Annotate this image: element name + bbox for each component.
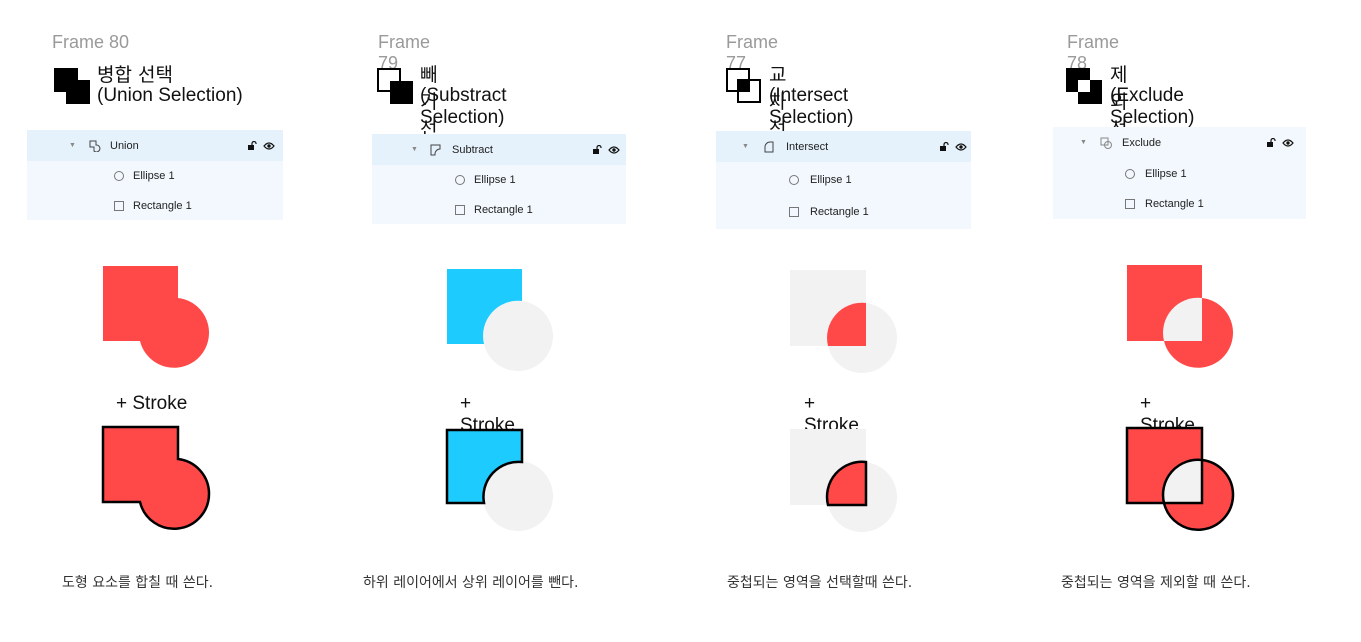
description: 도형 요소를 합칠 때 쓴다. bbox=[62, 575, 214, 591]
layer-name: Rectangle 1 bbox=[810, 205, 869, 218]
layer-name: Ellipse 1 bbox=[810, 173, 852, 186]
layer-name: Intersect bbox=[786, 140, 829, 153]
exclude-shape-stroked bbox=[1125, 426, 1235, 531]
layer-name: Rectangle 1 bbox=[1145, 197, 1204, 210]
layer-name: Ellipse 1 bbox=[1145, 167, 1187, 180]
layer-row-subtract[interactable]: ▼ Subtract bbox=[372, 134, 626, 165]
layer-name: Rectangle 1 bbox=[474, 203, 533, 216]
subtract-shape-stroked bbox=[445, 428, 553, 531]
layer-actions bbox=[247, 140, 275, 151]
union-title-icon bbox=[54, 68, 90, 104]
ellipse-icon bbox=[114, 170, 124, 181]
subtract-title-icon bbox=[377, 68, 413, 104]
description: 중첩되는 영역을 제외할 때 쓴다. bbox=[1061, 575, 1251, 591]
intersect-shape-stroked bbox=[790, 429, 897, 532]
layer-actions bbox=[939, 141, 967, 152]
layer-row-intersect[interactable]: ▼ Intersect bbox=[716, 131, 971, 162]
ellipse-icon bbox=[455, 174, 465, 185]
title-en: (Intersect Selection) bbox=[769, 85, 854, 128]
subtract-icon bbox=[430, 144, 441, 155]
frame-intersect: Frame 77 교차 선택 (Intersect Selection) ▼ I… bbox=[0, 0, 971, 642]
intersect-icon bbox=[764, 141, 774, 152]
lock-icon[interactable] bbox=[1266, 137, 1276, 148]
layer-row-union[interactable]: ▼ Union bbox=[27, 130, 283, 161]
intersect-title-icon bbox=[726, 68, 761, 103]
layer-name: Ellipse 1 bbox=[474, 173, 516, 186]
layer-name: Exclude bbox=[1122, 136, 1162, 149]
layer-row-rectangle[interactable]: Rectangle 1 bbox=[1053, 188, 1306, 219]
caret-down-icon[interactable]: ▼ bbox=[742, 143, 749, 150]
union-icon bbox=[89, 140, 101, 152]
caret-down-icon[interactable]: ▼ bbox=[411, 146, 418, 153]
title-en: (Exclude Selection) bbox=[1110, 85, 1195, 128]
description: 중첩되는 영역을 선택할때 쓴다. bbox=[727, 575, 913, 591]
rectangle-icon bbox=[114, 200, 124, 211]
layer-actions bbox=[1266, 137, 1294, 148]
rectangle-icon bbox=[789, 206, 799, 217]
title-ko: 병합 선택 bbox=[97, 64, 173, 86]
layer-row-rectangle[interactable]: Rectangle 1 bbox=[27, 190, 283, 221]
subtract-shape bbox=[447, 269, 553, 371]
layer-name: Subtract bbox=[452, 143, 493, 156]
lock-icon[interactable] bbox=[592, 144, 602, 155]
layer-row-ellipse[interactable]: Ellipse 1 bbox=[372, 164, 626, 195]
intersect-shape bbox=[790, 270, 897, 373]
layer-row-rectangle[interactable]: Rectangle 1 bbox=[372, 194, 626, 225]
eye-icon[interactable] bbox=[263, 141, 275, 151]
layers-panel: ▼ Subtract Ellipse 1 Rectangle 1 bbox=[372, 134, 626, 224]
rectangle-icon bbox=[455, 204, 465, 215]
layer-row-rectangle[interactable]: Rectangle 1 bbox=[716, 196, 971, 227]
ellipse-icon bbox=[1125, 168, 1135, 179]
plus-stroke-label: + Stroke bbox=[116, 393, 188, 414]
lock-icon[interactable] bbox=[247, 140, 257, 151]
layer-row-ellipse[interactable]: Ellipse 1 bbox=[716, 164, 971, 195]
title-en: (Substract Selection) bbox=[420, 85, 507, 128]
title-en: (Union Selection) bbox=[97, 85, 243, 106]
union-shape-stroked bbox=[101, 425, 211, 530]
eye-icon[interactable] bbox=[1282, 138, 1294, 148]
eye-icon[interactable] bbox=[955, 142, 967, 152]
ellipse-icon bbox=[789, 174, 799, 185]
exclude-icon bbox=[1100, 137, 1112, 149]
frame-exclude: Frame 78 제외 선택 (Exclude Selection) ▼ Exc… bbox=[0, 0, 1306, 642]
exclude-title-icon bbox=[1066, 68, 1102, 104]
caret-down-icon[interactable]: ▼ bbox=[69, 142, 76, 149]
layer-name: Ellipse 1 bbox=[133, 169, 175, 182]
union-shape bbox=[103, 266, 210, 368]
eye-icon[interactable] bbox=[608, 145, 620, 155]
rectangle-icon bbox=[1125, 198, 1135, 209]
layers-panel: ▼ Intersect Ellipse 1 Rectangle 1 bbox=[716, 131, 971, 229]
caret-down-icon[interactable]: ▼ bbox=[1080, 139, 1087, 146]
description: 하위 레이어에서 상위 레이어를 뺀다. bbox=[363, 575, 579, 591]
layers-panel: ▼ Exclude Ellipse 1 Rectangle 1 bbox=[1053, 127, 1306, 219]
layer-row-ellipse[interactable]: Ellipse 1 bbox=[1053, 158, 1306, 189]
lock-icon[interactable] bbox=[939, 141, 949, 152]
layer-actions bbox=[592, 144, 620, 155]
layer-name: Union bbox=[110, 139, 139, 152]
layer-name: Rectangle 1 bbox=[133, 199, 192, 212]
layers-panel: ▼ Union Ellipse 1 Rectangle 1 bbox=[27, 130, 283, 220]
frame-subtract: Frame 79 빼기 선택 (Substract Selection) ▼ S… bbox=[0, 0, 626, 642]
layer-row-ellipse[interactable]: Ellipse 1 bbox=[27, 160, 283, 191]
frame-union: Frame 80 병합 선택 (Union Selection) ▼ Union… bbox=[0, 0, 330, 642]
frame-label[interactable]: Frame 80 bbox=[52, 32, 130, 52]
layer-row-exclude[interactable]: ▼ Exclude bbox=[1053, 127, 1306, 158]
exclude-shape bbox=[1127, 265, 1234, 368]
